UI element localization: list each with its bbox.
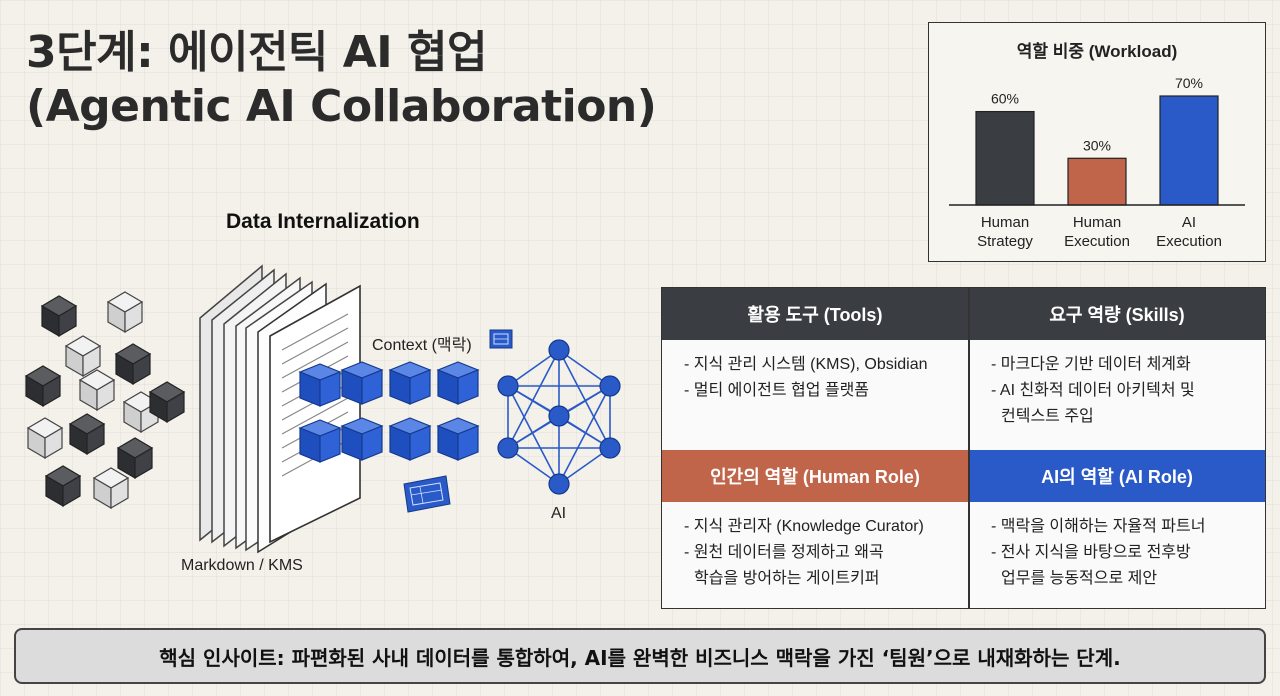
- bar: [1159, 95, 1219, 206]
- cube-icon: [107, 291, 143, 333]
- cube-icon: [115, 343, 151, 385]
- human-role-header: 인간의 역할 (Human Role): [662, 450, 968, 502]
- list-item: - 멀티 에이전트 협업 플랫폼: [684, 382, 870, 399]
- bar-value-label: 70%: [1175, 75, 1203, 91]
- list-item: 컨텍스트 주입: [1001, 408, 1094, 425]
- ai-role-header: AI의 역할 (AI Role): [969, 450, 1265, 502]
- category-label: Strategy: [977, 233, 1033, 250]
- document-stack-icon: [199, 264, 361, 554]
- context-label: Context (맥락): [372, 337, 472, 354]
- list-item: 업무를 능동적으로 제안: [1001, 570, 1158, 587]
- cube-icon: [117, 437, 153, 479]
- page-title-line2: (Agentic AI Collaboration): [26, 81, 657, 132]
- human-role-list: - 지식 관리자 (Knowledge Curator) - 원천 데이터를 정…: [662, 502, 968, 608]
- list-item: - 전사 지식을 바탕으로 전후방: [991, 544, 1191, 561]
- cube-icon: [69, 413, 105, 455]
- cube-icon: [25, 365, 61, 407]
- category-label: Human: [1073, 214, 1121, 231]
- skills-list: - 마크다운 기반 데이터 체계화 - AI 친화적 데이터 아키텍처 및 컨텍…: [969, 340, 1265, 450]
- cube-icon: [41, 295, 77, 337]
- category-label: Execution: [1156, 233, 1222, 250]
- cube-icon: [27, 417, 63, 459]
- cube-icon: [79, 369, 115, 411]
- roles-table: 활용 도구 (Tools) 요구 역량 (Skills) - 지식 관리 시스템…: [661, 287, 1266, 609]
- list-item: - 지식 관리자 (Knowledge Curator): [684, 518, 924, 535]
- page-title-line1: 3단계: 에이전틱 AI 협업: [26, 27, 487, 78]
- list-item: - AI 친화적 데이터 아키텍처 및: [991, 382, 1195, 399]
- ai-label: AI: [551, 505, 567, 522]
- bar-value-label: 30%: [1083, 137, 1111, 153]
- section-title-data-internalization: Data Internalization: [226, 210, 420, 233]
- list-item: 학습을 방어하는 게이트키퍼: [694, 570, 880, 587]
- category-label: Execution: [1064, 233, 1130, 250]
- page-title: 3단계: 에이전틱 AI 협업 (Agentic AI Collaboratio…: [26, 26, 657, 134]
- scattered-cubes: [25, 291, 185, 509]
- markdown-kms-label: Markdown / KMS: [181, 557, 303, 574]
- cube-icon: [437, 361, 479, 405]
- cube-icon: [389, 417, 431, 461]
- list-item: - 지식 관리 시스템 (KMS), Obsidian: [684, 356, 928, 373]
- tools-list: - 지식 관리 시스템 (KMS), Obsidian - 멀티 에이전트 협업…: [662, 340, 968, 450]
- blueprint-icon: [489, 329, 513, 349]
- skills-header: 요구 역량 (Skills): [969, 288, 1265, 340]
- cube-icon: [65, 335, 101, 377]
- cube-icon: [299, 419, 341, 463]
- data-internalization-illustration: [25, 264, 621, 554]
- bar: [1067, 157, 1127, 206]
- category-label: Human: [981, 214, 1029, 231]
- cube-icon: [45, 465, 81, 507]
- list-item: - 원천 데이터를 정제하고 왜곡: [684, 544, 884, 561]
- bar: [975, 110, 1035, 206]
- category-label: AI: [1182, 214, 1196, 231]
- list-item: - 맥락을 이해하는 자율적 파트너: [991, 518, 1206, 535]
- neural-network-icon: [497, 339, 621, 495]
- table-divider: [968, 288, 970, 608]
- cube-icon: [341, 417, 383, 461]
- tools-header: 활용 도구 (Tools): [662, 288, 968, 340]
- list-item: - 마크다운 기반 데이터 체계화: [991, 356, 1191, 373]
- cube-icon: [437, 417, 479, 461]
- cube-icon: [299, 363, 341, 407]
- ai-role-list: - 맥락을 이해하는 자율적 파트너 - 전사 지식을 바탕으로 전후방 업무를…: [969, 502, 1265, 608]
- cube-icon: [389, 361, 431, 405]
- bar-value-label: 60%: [991, 91, 1019, 107]
- key-insight-banner: 핵심 인사이트: 파편화된 사내 데이터를 통합하여, AI를 완벽한 비즈니스…: [14, 628, 1266, 684]
- cube-icon: [341, 361, 383, 405]
- blueprint-icon: [403, 475, 451, 513]
- chart-title: 역할 비중 (Workload): [1016, 42, 1178, 61]
- cube-icon: [93, 467, 129, 509]
